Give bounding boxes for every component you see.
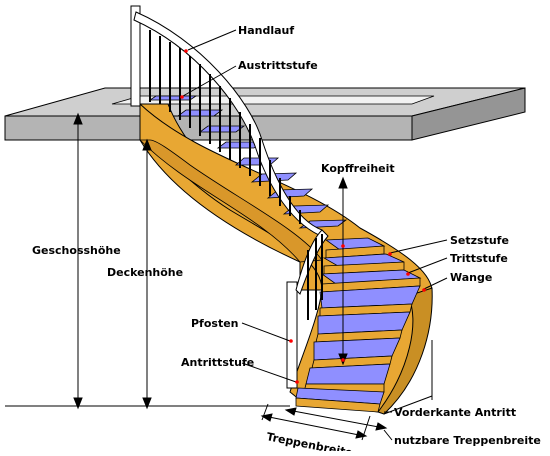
leader-austrittstufe <box>182 65 237 97</box>
handrail-lower <box>295 229 329 295</box>
leader-pfosten <box>241 322 291 342</box>
deckenhoehe-arrow-top <box>142 138 152 151</box>
deckenhoehe-arrow-bottom <box>142 397 152 410</box>
label-deckenhoehe: Deckenhöhe <box>107 266 183 279</box>
leader-wange <box>423 277 448 290</box>
riser <box>295 397 381 413</box>
marker-kopffreiheit-mid <box>341 358 345 362</box>
treppenbreite-ext-left <box>261 403 269 421</box>
kopffreiheit-arrow-top <box>338 176 348 189</box>
slab-right-face <box>411 87 526 141</box>
upper-tread <box>148 95 198 101</box>
marker-kopffreiheit-top <box>341 244 345 248</box>
marker-austrittstufe <box>180 95 184 99</box>
label-nutzbare-treppenbreite: nutzbare Treppenbreite <box>394 434 541 447</box>
marker-antrittstufe <box>295 380 299 384</box>
marker-setzstufe <box>388 252 392 256</box>
leader-lines <box>182 29 448 441</box>
marker-handlauf <box>184 49 188 53</box>
marker-pfosten <box>289 339 293 343</box>
label-handlauf: Handlauf <box>238 24 294 37</box>
upper-tread <box>234 157 280 166</box>
label-treppenbreite: Treppenbreite <box>265 430 353 451</box>
stair-underside <box>139 139 323 263</box>
geschosshoehe-arrow-top <box>73 112 83 125</box>
label-vorderkante-antritt: Vorderkante Antritt <box>394 406 516 419</box>
dimension-lines <box>5 112 433 441</box>
label-antrittstufe: Antrittstufe <box>181 356 254 369</box>
top-post <box>130 5 141 107</box>
treppenbreite-arrow-right <box>355 430 368 439</box>
label-wange: Wange <box>450 271 492 284</box>
vorderkante-ext <box>383 395 433 415</box>
marker-wange <box>422 288 426 292</box>
label-trittstufe: Trittstufe <box>450 252 508 265</box>
upper-tread <box>198 125 246 133</box>
label-pfosten: Pfosten <box>191 317 239 330</box>
nutzbare-arrow-right <box>375 422 388 431</box>
leader-antrittstufe <box>241 362 297 383</box>
bottom-post <box>286 281 298 389</box>
treppenbreite-arrow-left <box>260 413 273 422</box>
label-kopffreiheit: Kopffreiheit <box>321 162 395 175</box>
railing <box>130 5 329 389</box>
floor-slab <box>4 87 526 141</box>
marker-trittstufe <box>406 272 410 276</box>
leader-trittstufe <box>407 257 448 274</box>
nutzbare-arrow-left <box>284 407 297 416</box>
leader-setzstufe <box>389 239 448 254</box>
leader-nutzbare <box>383 429 393 441</box>
geschosshoehe-arrow-bottom <box>73 397 83 410</box>
label-geschosshoehe: Geschosshöhe <box>32 244 121 257</box>
balusters <box>149 30 323 320</box>
treppenbreite-line <box>263 415 365 437</box>
leader-handlauf <box>187 29 237 51</box>
label-setzstufe: Setzstufe <box>450 234 509 247</box>
markers <box>180 49 426 384</box>
nutzbare-line <box>287 409 385 429</box>
label-austrittstufe: Austrittstufe <box>238 59 318 72</box>
